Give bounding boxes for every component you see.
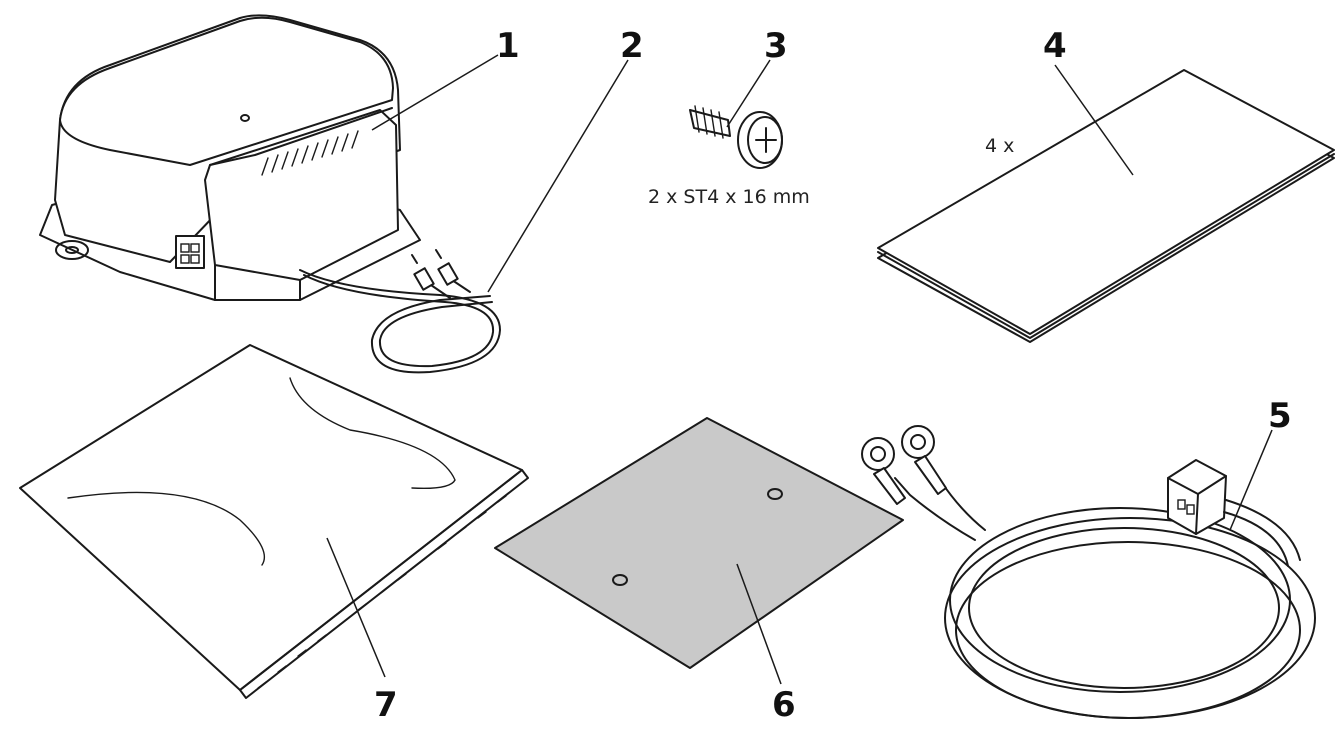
callout-2: 2	[620, 26, 644, 66]
callout-7: 7	[374, 685, 398, 725]
screw-spec-label: 2 x ST4 x 16 mm	[648, 186, 810, 208]
callout-1: 1	[496, 26, 520, 66]
leader-5	[1229, 429, 1273, 531]
power-cable	[861, 425, 1316, 719]
leader-7	[326, 537, 386, 678]
callout-4: 4	[1043, 26, 1067, 66]
adhesive-pads: 4 x	[877, 69, 1335, 343]
callout-5: 5	[1268, 396, 1292, 436]
callout-6: 6	[772, 685, 796, 725]
mounting-plate	[494, 417, 904, 669]
leader-2	[487, 59, 629, 293]
pad-quantity-label: 4 x	[985, 135, 1014, 157]
leader-6	[736, 563, 782, 685]
leader-4	[1054, 64, 1134, 176]
control-unit	[39, 14, 421, 301]
leader-lines	[326, 54, 1273, 685]
leader-1	[371, 54, 499, 131]
callout-3: 3	[764, 26, 788, 66]
wire-leads	[299, 249, 501, 374]
leader-3	[726, 59, 771, 128]
mounting-screw: 2 x ST4 x 16 mm	[648, 105, 810, 208]
storage-bag	[19, 344, 529, 699]
